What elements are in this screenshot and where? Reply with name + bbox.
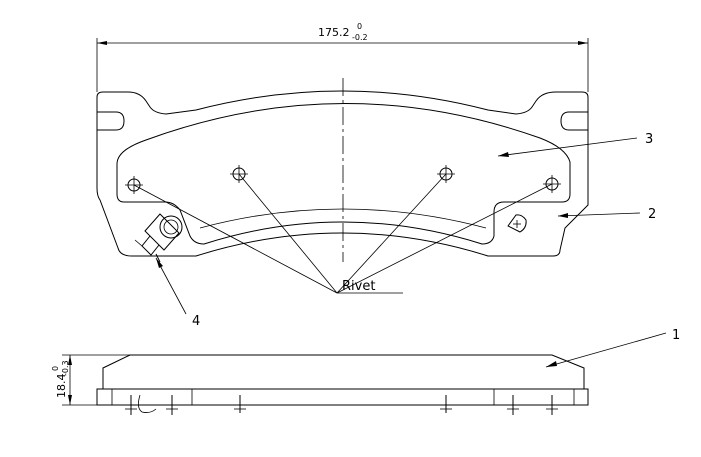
- callout-4: 4: [155, 257, 200, 329]
- width-upper-tol: 0: [357, 22, 362, 31]
- callout-2-label: 2: [648, 207, 656, 222]
- rivet-leaders: Rivet: [133, 173, 553, 294]
- thickness-upper-tol: 0: [51, 366, 60, 371]
- width-nominal: 175.2: [318, 26, 350, 39]
- wear-sensor: [134, 213, 183, 263]
- thickness-lower-tol: -0.3: [61, 360, 70, 376]
- side-rivet: [546, 395, 558, 415]
- side-rivet: [507, 395, 519, 415]
- side-rivet: [440, 395, 452, 413]
- callout-1-label: 1: [672, 328, 680, 343]
- side-rivet: [166, 395, 178, 415]
- locator-boss: [507, 214, 527, 233]
- backing-plate: [96, 90, 589, 257]
- callout-3: 3: [497, 132, 653, 157]
- callout-1: 1: [545, 328, 680, 368]
- friction-material: [116, 103, 571, 245]
- side-rivet: [125, 395, 137, 415]
- callout-2: 2: [557, 207, 656, 222]
- callout-4-label: 4: [192, 314, 200, 329]
- side-rivet: [234, 395, 246, 413]
- width-lower-tol: -0.2: [352, 33, 368, 42]
- thickness-nominal: 18.4: [55, 374, 68, 399]
- width-dimension: 175.2 0 -0.2: [96, 22, 589, 92]
- rivet-label: Rivet: [342, 279, 375, 294]
- side-view: 18.4 0 -0.3 1: [51, 328, 680, 415]
- thickness-dimension: 18.4 0 -0.3: [51, 354, 130, 406]
- callout-3-label: 3: [645, 132, 653, 147]
